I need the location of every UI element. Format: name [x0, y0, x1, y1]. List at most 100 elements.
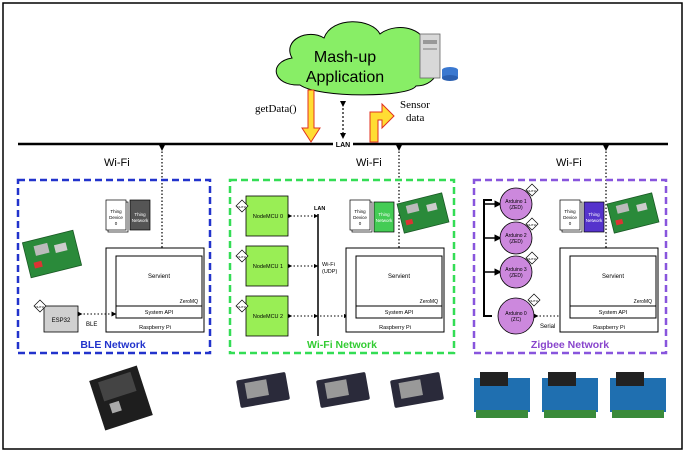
svg-text:Thing: Thing	[134, 212, 146, 217]
svg-text:Thing: Thing	[110, 209, 122, 214]
esp32-node: ESP32 DHT11	[33, 299, 79, 333]
system-api-label: System API	[385, 310, 414, 316]
lan-label: LAN	[336, 142, 350, 149]
arduino-2: Arduino 2 (ZED) DHT11	[499, 217, 539, 255]
getdata-arrow	[301, 89, 321, 143]
zigbee-bracket	[483, 199, 492, 317]
sensor-label-1: Sensor	[400, 99, 430, 111]
svg-text:0: 0	[115, 221, 118, 226]
arduino-xbee-board-photo	[474, 372, 530, 418]
zigbee-network: Zigbee Network Arduino 1 (ZED) DHT11 Ard…	[472, 178, 668, 355]
serial-label: Serial	[540, 324, 555, 330]
wifi-label-wifi: Wi-Fi	[356, 157, 382, 169]
ble-network-frame	[16, 178, 212, 355]
svg-text:(ZED): (ZED)	[509, 239, 523, 245]
zeromq-label: ZeroMQ	[180, 299, 198, 305]
servient-label: Servient	[602, 274, 624, 280]
zeromq-label: ZeroMQ	[420, 299, 438, 305]
thing-device-card: Thing Device 0	[349, 199, 373, 233]
getdata-label: getData()	[255, 103, 297, 115]
svg-text:Arduino 0: Arduino 0	[505, 311, 527, 317]
lan-label-bg	[333, 139, 353, 149]
nodemcu-board-photo	[236, 372, 290, 408]
nodemcu-1: NodeMCU 1 DHT11	[235, 245, 289, 287]
thing-network-card: Thing Network	[373, 201, 395, 233]
dht-sensor-icon	[235, 249, 249, 263]
raspberry-pi-box: Servient ZeroMQ System API Raspberry Pi	[559, 247, 659, 333]
thing-network-card: Thing Network	[129, 199, 151, 231]
svg-text:Thing: Thing	[378, 212, 390, 217]
arduino-xbee-board-photo	[610, 372, 666, 418]
wifi-udp-label-2: (UDP)	[322, 269, 337, 275]
zigbee-network-title: Zigbee Network	[531, 339, 609, 351]
svg-text:Device: Device	[563, 215, 577, 220]
svg-text:(ZED): (ZED)	[509, 273, 523, 279]
dht-sensor-icon	[33, 299, 47, 313]
svg-text:DHT11: DHT11	[35, 305, 45, 309]
svg-text:NodeMCU 1: NodeMCU 1	[253, 264, 283, 270]
svg-text:Network: Network	[586, 218, 603, 223]
svg-text:Network: Network	[132, 218, 149, 223]
sensor-data-arrow	[369, 102, 395, 143]
raspberry-pi-box: Servient ZeroMQ System API Raspberry Pi	[105, 247, 205, 333]
lan-vertical-label: LAN	[314, 206, 325, 212]
dht-sensor-icon	[525, 251, 539, 265]
svg-text:Arduino 3: Arduino 3	[505, 267, 527, 273]
svg-text:0: 0	[569, 221, 572, 226]
dht-sensor-icon	[235, 299, 249, 313]
nodemcu-0: NodeMCU 0 DHT11	[235, 195, 289, 237]
svg-text:DHT11: DHT11	[237, 255, 247, 259]
svg-text:DHT11: DHT11	[529, 299, 539, 303]
svg-text:DHT11: DHT11	[527, 223, 537, 227]
wifi-udp-label-1: Wi-Fi	[322, 262, 335, 268]
arduino-1: Arduino 1 (ZED) DHT11	[499, 183, 539, 221]
svg-text:(ZED): (ZED)	[509, 205, 523, 211]
system-api-label: System API	[145, 310, 174, 316]
mashup-cloud: Mash-up Application	[275, 21, 439, 96]
dht-sensor-icon	[525, 217, 539, 231]
raspberry-pi-box: Servient ZeroMQ System API Raspberry Pi	[345, 247, 445, 333]
zigbee-network-frame	[472, 178, 668, 355]
ble-network: BLE Network Thing Device 0 Thing Network…	[16, 178, 212, 355]
sensor-label-2: data	[406, 112, 424, 124]
svg-text:NodeMCU 0: NodeMCU 0	[253, 214, 283, 220]
arduino-xbee-board-photo	[542, 372, 598, 418]
svg-text:(ZC): (ZC)	[511, 317, 521, 323]
thing-device-card: Thing Device 0	[105, 199, 129, 233]
svg-text:Thing: Thing	[588, 212, 600, 217]
cloud-line1: Mash-up	[314, 49, 376, 66]
wifi-label-ble: Wi-Fi	[104, 157, 130, 169]
system-api-label: System API	[599, 310, 628, 316]
raspberry-pi-label: Raspberry Pi	[593, 325, 625, 331]
arduino-0: Arduino 0 (ZC) DHT11	[497, 293, 541, 335]
ble-label: BLE	[86, 322, 97, 328]
dht-sensor-icon	[527, 293, 541, 307]
svg-text:DHT11: DHT11	[527, 257, 537, 261]
server-icon	[419, 33, 458, 81]
wifi-label-zigbee: Wi-Fi	[556, 157, 582, 169]
svg-text:Arduino 2: Arduino 2	[505, 233, 527, 239]
svg-text:DHT11: DHT11	[237, 305, 247, 309]
dht-sensor-icon	[525, 183, 539, 197]
servient-label: Servient	[148, 274, 170, 280]
servient-label: Servient	[388, 274, 410, 280]
esp32-board-photo	[89, 365, 153, 431]
svg-text:Device: Device	[109, 215, 123, 220]
thing-device-card: Thing Device 0	[559, 199, 583, 233]
wifi-network-frame	[228, 178, 456, 355]
svg-text:DHT11: DHT11	[237, 205, 247, 209]
raspberry-pi-board-icon	[21, 229, 83, 279]
ble-network-title: BLE Network	[80, 339, 146, 351]
raspberry-pi-label: Raspberry Pi	[139, 325, 171, 331]
svg-text:DHT11: DHT11	[527, 189, 537, 193]
wifi-network-title: Wi-Fi Network	[307, 339, 377, 351]
arduino-3: Arduino 3 (ZED) DHT11	[499, 251, 539, 289]
svg-text:Arduino 1: Arduino 1	[505, 199, 527, 205]
svg-text:Network: Network	[376, 218, 393, 223]
svg-text:Thing: Thing	[564, 209, 576, 214]
nodemcu-2: NodeMCU 2 DHT11	[235, 295, 289, 337]
raspberry-pi-board-icon	[606, 192, 660, 234]
